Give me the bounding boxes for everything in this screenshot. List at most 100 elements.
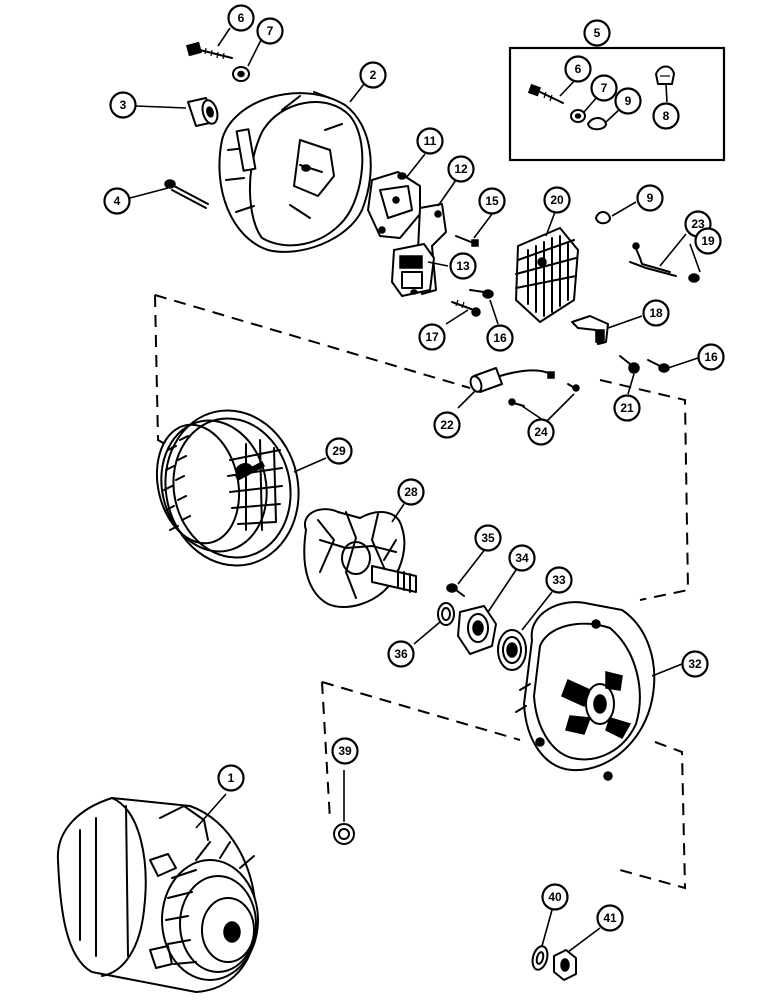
svg-text:33: 33 [552, 573, 566, 587]
washer-part-39 [333, 823, 355, 845]
svg-text:1: 1 [228, 771, 235, 785]
callout-3: 3 [109, 91, 137, 119]
bushing-part-3 [187, 97, 219, 127]
cap-part-9 [595, 211, 611, 225]
kit-box [508, 46, 726, 162]
svg-text:7: 7 [267, 24, 274, 38]
callout-6: 6 [227, 4, 255, 32]
callout-34: 34 [508, 544, 536, 572]
screw-part-15 [455, 235, 479, 247]
capacitor-part-22 [469, 367, 555, 393]
callout-6-kit: 6 [564, 55, 592, 83]
callout-2: 2 [359, 61, 387, 89]
svg-text:17: 17 [425, 330, 439, 344]
svg-text:3: 3 [120, 98, 127, 112]
callout-19: 19 [694, 227, 722, 255]
callout-4: 4 [103, 187, 131, 215]
callout-11: 11 [416, 127, 444, 155]
svg-text:22: 22 [440, 418, 454, 432]
callout-12: 12 [447, 155, 475, 183]
callout-33: 33 [545, 566, 573, 594]
retainer-plate-part-34 [457, 605, 497, 655]
callout-21: 21 [613, 394, 641, 422]
screw-part-24 [508, 383, 580, 407]
screw-part-17 [451, 299, 481, 317]
screw-part-16-left [469, 289, 494, 299]
rear-housing-part-2 [218, 91, 372, 253]
alternator-assembly-part-1 [56, 797, 259, 993]
svg-text:4: 4 [114, 194, 121, 208]
screw-part-35 [446, 583, 465, 597]
svg-text:9: 9 [647, 191, 654, 205]
svg-text:11: 11 [424, 134, 437, 148]
terminal-strap-part-18 [571, 315, 609, 345]
callout-28: 28 [397, 478, 425, 506]
bracket-part-23 [629, 242, 677, 277]
callout-16: 16 [486, 324, 514, 352]
stator-part-29 [155, 409, 300, 567]
svg-text:9: 9 [625, 94, 632, 108]
rotor-part-28 [303, 508, 417, 608]
bearing-part-33 [497, 629, 527, 671]
screw-part-21 [619, 355, 640, 374]
callout-17: 17 [418, 323, 446, 351]
nut-part-41 [553, 949, 577, 981]
kit-boot-part-8 [655, 65, 675, 85]
svg-text:6: 6 [575, 62, 582, 76]
assembly-boundary-lower [321, 681, 687, 890]
rectifier-bridge-part-20 [515, 227, 579, 323]
callout-32: 32 [681, 650, 709, 678]
callout-7-kit: 7 [590, 74, 618, 102]
leader-lines [129, 27, 701, 953]
svg-text:5: 5 [594, 26, 601, 40]
svg-text:32: 32 [688, 657, 702, 671]
svg-text:7: 7 [601, 81, 608, 95]
callout-35: 35 [474, 524, 502, 552]
drive-end-housing-part-32 [515, 601, 656, 781]
svg-text:24: 24 [534, 425, 548, 439]
nut-part-19 [688, 273, 700, 283]
callout-9: 9 [636, 184, 664, 212]
svg-text:29: 29 [332, 444, 346, 458]
svg-text:6: 6 [238, 11, 245, 25]
svg-text:20: 20 [550, 193, 564, 207]
screw-part-16-right [647, 359, 670, 373]
svg-text:21: 21 [620, 401, 634, 415]
callout-22: 22 [433, 411, 461, 439]
bolt-part-4 [164, 179, 209, 209]
svg-text:8: 8 [663, 109, 670, 123]
svg-text:18: 18 [649, 306, 663, 320]
callout-13: 13 [449, 252, 477, 280]
svg-text:41: 41 [603, 911, 617, 925]
callout-16-right: 16 [697, 343, 725, 371]
bolt-part-6 [185, 41, 233, 60]
svg-text:40: 40 [548, 890, 562, 904]
callout-41: 41 [596, 904, 624, 932]
kit-cap-part-9 [587, 117, 607, 131]
nut-part-7 [232, 66, 250, 82]
kit-nut-part-7 [570, 109, 586, 123]
svg-text:36: 36 [394, 647, 408, 661]
svg-text:16: 16 [704, 350, 718, 364]
svg-text:39: 39 [338, 744, 352, 758]
brush-assembly-part-13 [391, 243, 435, 297]
svg-text:2: 2 [370, 68, 377, 82]
svg-text:28: 28 [404, 485, 418, 499]
svg-text:19: 19 [701, 234, 715, 248]
callout-39: 39 [331, 737, 359, 765]
washer-part-40 [531, 945, 549, 971]
kit-bolt-part-6 [527, 83, 564, 104]
callout-8: 8 [652, 102, 680, 130]
svg-text:13: 13 [456, 259, 470, 273]
callout-9-kit: 9 [614, 87, 642, 115]
svg-text:35: 35 [481, 531, 495, 545]
callout-7: 7 [256, 17, 284, 45]
callout-24: 24 [527, 418, 555, 446]
callout-40: 40 [541, 883, 569, 911]
callout-29: 29 [325, 437, 353, 465]
svg-text:34: 34 [515, 551, 529, 565]
callout-1: 1 [217, 764, 245, 792]
svg-text:12: 12 [454, 162, 468, 176]
callout-36: 36 [387, 640, 415, 668]
